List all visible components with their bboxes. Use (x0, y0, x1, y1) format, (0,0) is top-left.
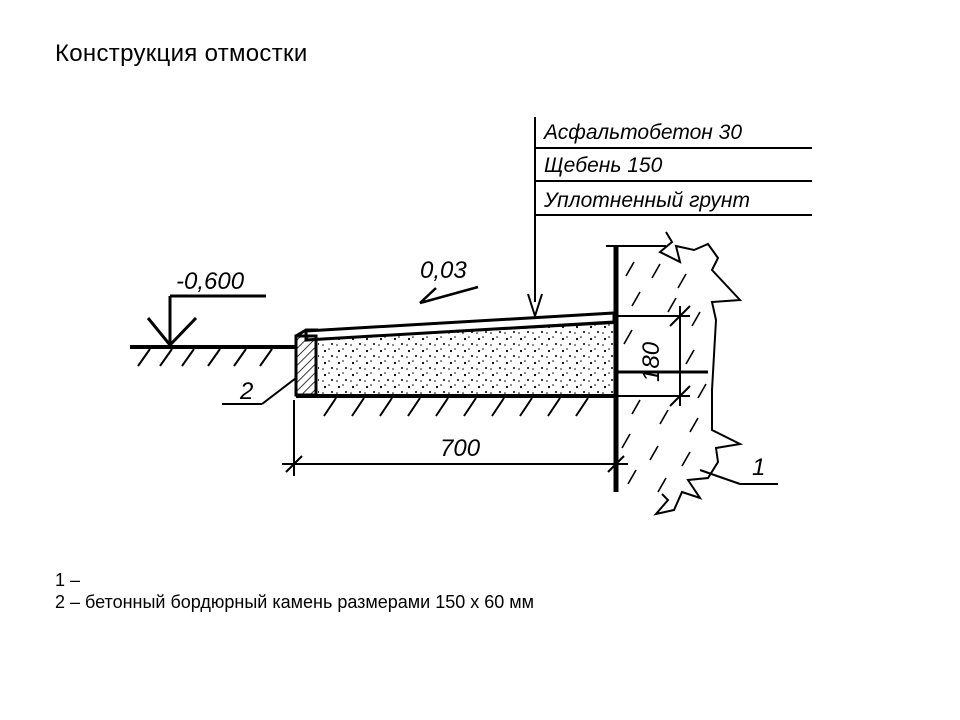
curb-leader (222, 377, 297, 405)
layer-soil: Уплотненный грунт (543, 189, 750, 212)
slope-arrow (419, 285, 479, 305)
ground-hatching-left (137, 348, 273, 367)
width-label: 700 (440, 435, 481, 462)
wall-leader (699, 469, 778, 485)
elevation-label: -0,600 (176, 268, 245, 295)
curb-stone (294, 334, 318, 397)
curb-number: 2 (239, 378, 253, 405)
layer-callout (527, 117, 812, 320)
layer-gravel: Щебень 150 (544, 154, 663, 177)
legend: 1 – 2 – бетонный бордюрный камень размер… (55, 568, 534, 614)
layer-asphalt: Асфальтобетон 30 (542, 121, 742, 144)
slope-label: 0,03 (420, 257, 467, 284)
legend-item-2: 2 – бетонный бордюрный камень размерами … (55, 592, 535, 612)
thickness-dimension (616, 305, 691, 407)
legend-item-1: 1 – (55, 570, 81, 590)
elevation-marker (146, 294, 266, 348)
width-dimension (282, 400, 628, 476)
gravel-layer (318, 323, 614, 394)
thickness-label: 180 (638, 341, 665, 382)
wall-number: 1 (752, 454, 765, 481)
page-title: Конструкция отмостки (55, 40, 308, 67)
ground-hatching-under (323, 397, 589, 417)
building-wall (606, 231, 744, 516)
